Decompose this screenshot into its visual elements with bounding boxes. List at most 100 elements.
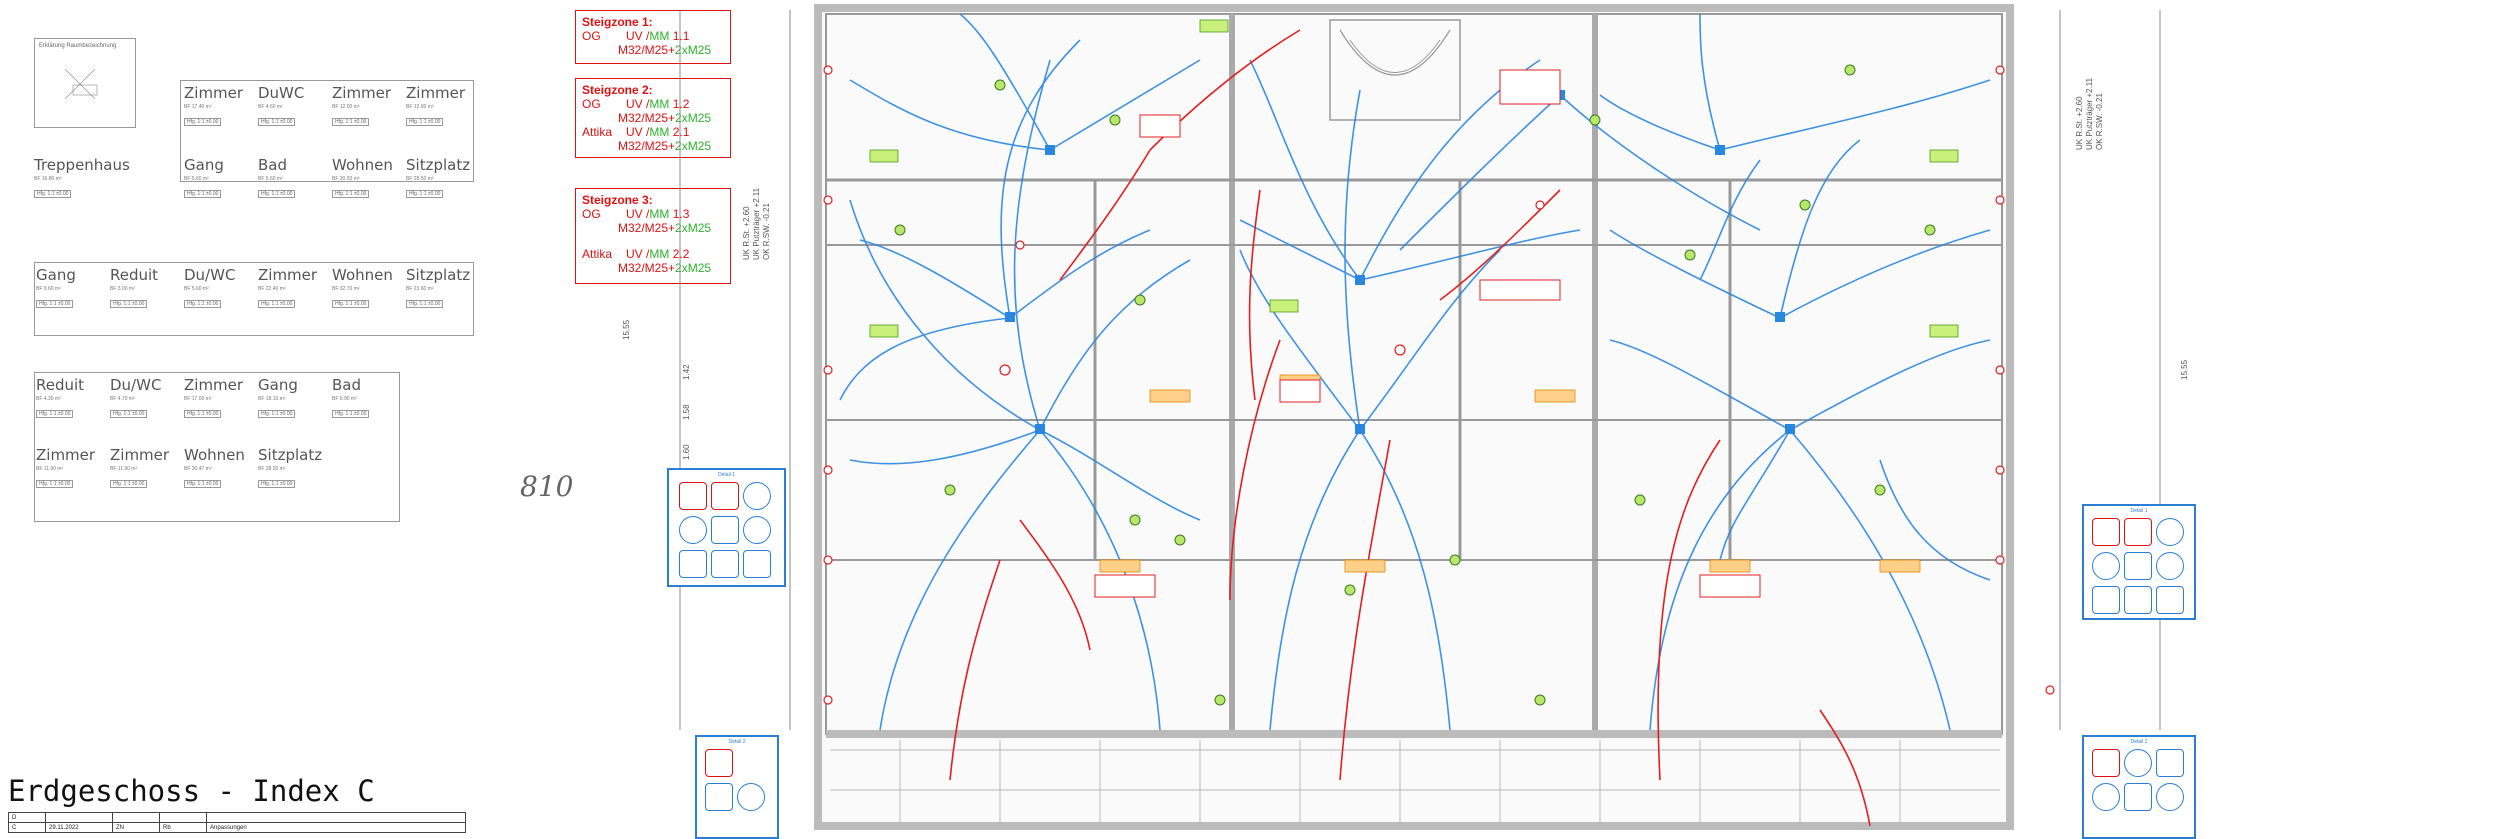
dimension-value: 15.55 [2180, 359, 2189, 380]
legend-key-diagram [64, 68, 98, 100]
dimension-value: 15.55 [622, 319, 631, 340]
detail-cell [711, 482, 739, 510]
level-label-right: UK R.St. +2.60 [2075, 96, 2084, 150]
revision-table: D C 29.11.2022 ZN Rb Anpassungen [8, 812, 466, 833]
red-note-boxes [1094, 69, 1761, 598]
room-name: Bad [258, 156, 288, 174]
room-name: Zimmer [184, 84, 244, 102]
detail-cell [2156, 518, 2184, 546]
mm-label: MM [649, 125, 670, 139]
room-name: Gang [36, 266, 76, 284]
green-devices [894, 64, 1936, 706]
legend-row-4-frame [34, 372, 400, 522]
level-label-left: UK Putzträger +2.11 [752, 187, 761, 260]
mm-label: MM [649, 97, 670, 111]
room-name: Bad [332, 376, 362, 394]
room-name: Gang [258, 376, 298, 394]
detail-cell [737, 783, 765, 811]
detail-box-4: Detail 2 [2082, 735, 2196, 839]
zone-number: 1.1 [672, 29, 690, 43]
legend-key-box: Erklärung Raumbezeichnung [34, 38, 136, 128]
detail-cell [2124, 783, 2152, 811]
detail-cell [2092, 552, 2120, 580]
room-name: Sitzplatz [406, 266, 471, 284]
detail-cell [711, 516, 739, 544]
room-name: Wohnen [184, 446, 245, 464]
red-devices [823, 65, 2055, 705]
level-label-left: OK R.SW. -0.21 [762, 203, 771, 260]
steigzone-title: Steigzone 3: [582, 193, 653, 207]
uv-label: UV / [626, 97, 650, 111]
detail-cell [743, 482, 771, 510]
uv-label: UV / [626, 125, 650, 139]
detail-cell [2156, 552, 2184, 580]
zone-number: 1.2 [672, 97, 690, 111]
detail-box-2: Detail 2 [695, 735, 779, 839]
steigzone-floor: Attika [582, 125, 613, 139]
room-name: Zimmer [258, 266, 318, 284]
legend-row-3-frame [34, 262, 474, 336]
room-name: Du/WC [110, 376, 162, 394]
room-name: Zimmer [332, 84, 392, 102]
mm-label: MM [649, 247, 670, 261]
detail-cell [679, 482, 707, 510]
mm-label: MM [649, 207, 670, 221]
detail-title: Detail 1 [2130, 508, 2148, 514]
detail-cell [679, 550, 707, 578]
room-name: Gang [184, 156, 224, 174]
detail-title: Detail 2 [728, 739, 746, 745]
detail-cell [2156, 586, 2184, 614]
uv-label: UV / [626, 29, 650, 43]
detail-cell [705, 749, 733, 777]
room-name: Zimmer [110, 446, 170, 464]
conduit-spec: M32/M25+ [618, 221, 676, 235]
uv-label: UV / [626, 207, 650, 221]
detail-cell [2124, 518, 2152, 546]
revision-cell: D [8, 812, 46, 823]
terrace-grid [830, 740, 2000, 826]
cable-runs-blue [839, 13, 1991, 731]
detail-cell [743, 550, 771, 578]
steigzone-title: Steigzone 2: [582, 83, 653, 97]
detail-cell [2156, 749, 2184, 777]
zone-number: 1.3 [672, 207, 690, 221]
room-name: DuWC [258, 84, 305, 102]
detail-cell [2124, 749, 2152, 777]
room-name: Zimmer [184, 376, 244, 394]
steigzone-title: Steigzone 1: [582, 15, 653, 29]
revision-row: D [8, 812, 466, 823]
room-name: Zimmer [36, 446, 96, 464]
revision-row: C 29.11.2022 ZN Rb Anpassungen [8, 822, 466, 833]
detail-cell [2092, 518, 2120, 546]
room-name: Wohnen [332, 156, 393, 174]
revision-cell: Rb [159, 822, 207, 833]
detail-box-3: Detail 1 [2082, 504, 2196, 620]
room-name: Reduit [36, 376, 85, 394]
room-name: Sitzplatz [258, 446, 323, 464]
room-name: Reduit [110, 266, 159, 284]
conduit-spec-green: 2xM25 [675, 221, 712, 235]
dimension-value: 1.60 [682, 444, 691, 460]
conduit-spec-green: 2xM25 [675, 111, 712, 125]
steigzone-floor: Attika [582, 247, 613, 261]
revision-cell: Anpassungen [206, 822, 466, 833]
conduit-spec-green: 2xM25 [675, 261, 712, 275]
room-name: Du/WC [184, 266, 236, 284]
green-labels [869, 19, 1959, 338]
orange-labels [1099, 374, 1921, 573]
level-label-right: OK R.SW. -0.21 [2095, 93, 2104, 150]
